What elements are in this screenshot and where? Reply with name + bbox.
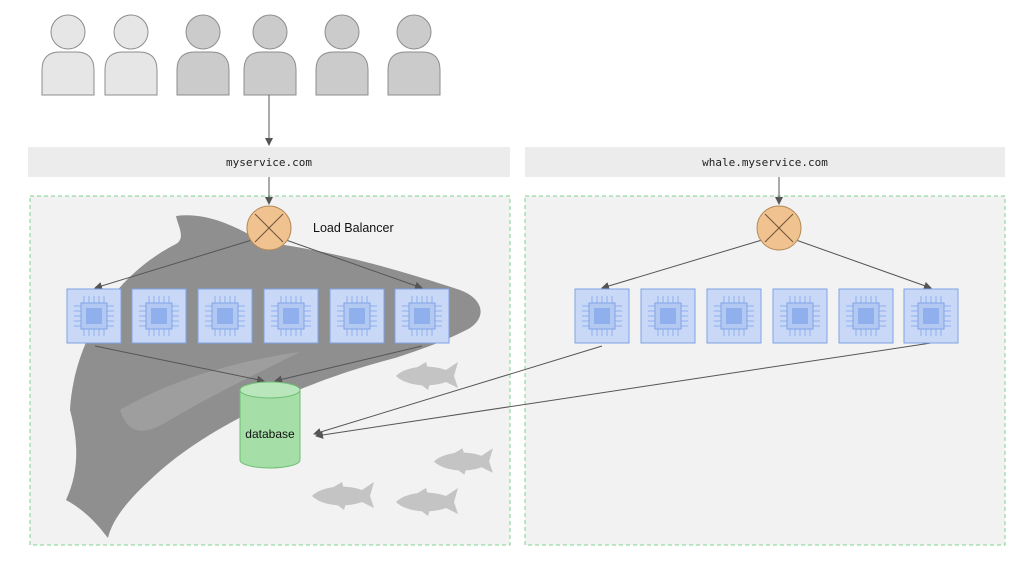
person-icon xyxy=(104,14,158,96)
load-balancer-right xyxy=(756,205,802,251)
person-icon xyxy=(387,14,441,96)
person-icon xyxy=(243,14,297,96)
edge-server-left-1-to-db xyxy=(94,345,265,384)
person-icon xyxy=(41,14,95,96)
right-service-zone xyxy=(524,195,1006,546)
database-label: database xyxy=(245,427,295,441)
person-icon xyxy=(315,14,369,96)
whale-belly xyxy=(120,352,300,431)
cpu-chip-icon xyxy=(640,288,696,344)
edge-server-right-6-to-db xyxy=(315,342,932,439)
cpu-chip-icon xyxy=(903,288,959,344)
cpu-chip-icon xyxy=(706,288,762,344)
load-balancer-label: Load Balancer xyxy=(313,221,394,235)
cpu-chip-icon xyxy=(197,288,253,344)
person-icon xyxy=(176,14,230,96)
edge-lb-to-server-right-1 xyxy=(601,239,763,290)
right-domain-bar xyxy=(525,147,1005,177)
connection-lines xyxy=(94,95,932,439)
database-icon xyxy=(239,381,301,469)
users-group xyxy=(41,14,441,96)
cpu-chip-icon xyxy=(329,288,385,344)
edge-lb-to-server-right-6 xyxy=(795,239,932,290)
cpu-chip-icon xyxy=(66,288,122,344)
left-domain-bar xyxy=(28,147,510,177)
right-domain-text: whale.myservice.com xyxy=(702,156,828,169)
cpu-chip-icon xyxy=(263,288,319,344)
edge-server-left-6-to-db xyxy=(274,345,423,384)
edge-lb-to-server-left-1 xyxy=(94,239,253,290)
cpu-chip-icon xyxy=(394,288,450,344)
edge-server-right-1-to-db xyxy=(313,345,603,436)
cpu-chip-icon xyxy=(574,288,630,344)
cpu-chip-icon xyxy=(131,288,187,344)
cpu-chip-icon xyxy=(838,288,894,344)
load-balancer-left xyxy=(246,205,292,251)
left-domain-text: myservice.com xyxy=(226,156,312,169)
edge-lb-to-server-left-6 xyxy=(285,239,423,290)
cpu-chip-icon xyxy=(772,288,828,344)
